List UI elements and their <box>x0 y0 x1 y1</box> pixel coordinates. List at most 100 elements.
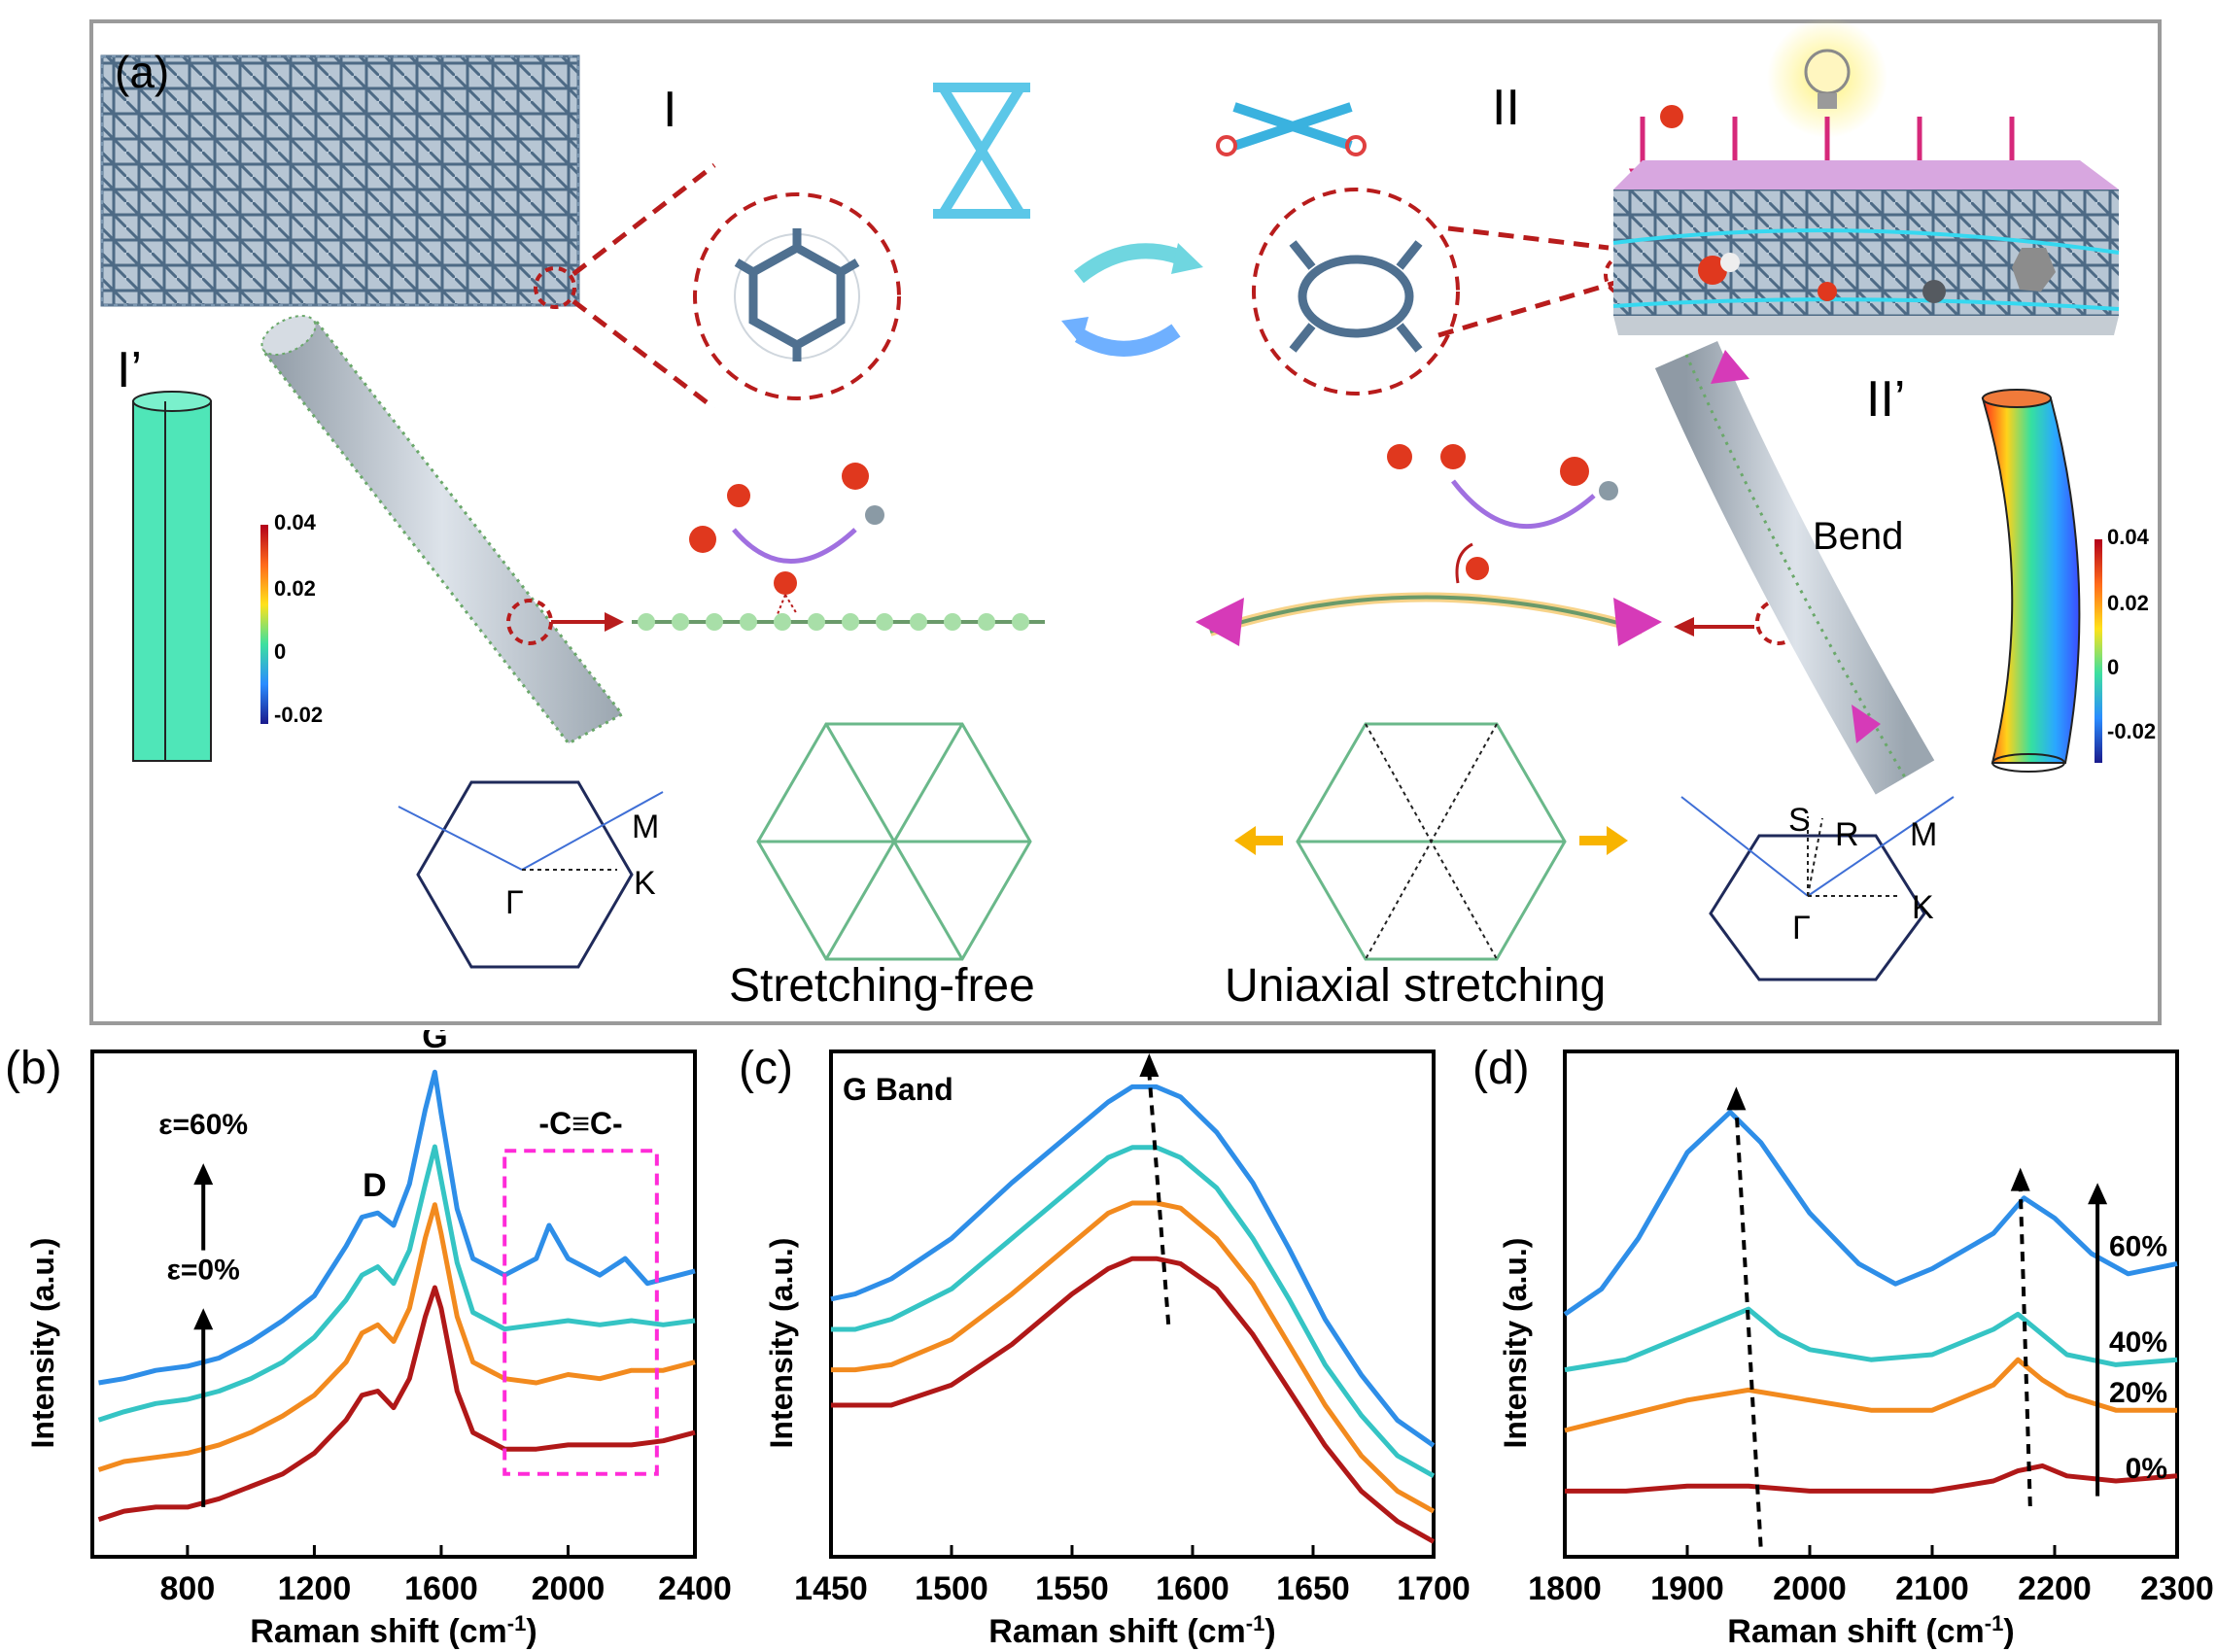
zoom-line-right-2 <box>1437 279 1619 338</box>
plot-frame <box>1563 1050 2179 1559</box>
zoom-arrowhead-right <box>1674 617 1694 637</box>
alkyne-box <box>502 1149 659 1476</box>
lattice-unstretched <box>756 722 1032 961</box>
strain-arrow-lower-head <box>193 1308 214 1330</box>
nanotube-straight <box>260 315 625 745</box>
x-tick-label: 2200 <box>2018 1570 2092 1607</box>
x-tick-label: 1200 <box>278 1570 352 1607</box>
scissor-icon-stretched <box>1216 102 1367 156</box>
zoom-circle-large-right <box>1252 188 1460 396</box>
brillouin-zone-left: Γ M K <box>398 780 664 969</box>
series-line <box>98 1069 696 1386</box>
x-tick-label: 1500 <box>915 1570 988 1607</box>
bz-left-k: K <box>634 865 656 902</box>
bz-right-r: R <box>1835 816 1859 853</box>
stretch-arrows <box>1234 826 1628 855</box>
x-tick-label: 1450 <box>794 1570 868 1607</box>
x-tick-label: 1600 <box>1156 1570 1229 1607</box>
colorbar-right: 0.04 0.02 0 -0.02 <box>2095 525 2156 763</box>
colorbar-right-tick-3: -0.02 <box>2107 719 2156 743</box>
shift-arrow-head <box>1139 1053 1160 1077</box>
scissor-icon-compressed <box>933 83 1030 219</box>
y-axis-label: Intensity (a.u.) <box>1498 1238 1533 1449</box>
strain-arrow-upper-head <box>193 1163 214 1186</box>
nanotube-bent <box>1654 341 1935 795</box>
bz-left-gamma: Γ <box>505 884 524 921</box>
zoom-circle-small-left <box>534 266 576 309</box>
panel-label: (d) <box>1472 1043 1530 1094</box>
bend-label: Bend <box>1813 515 1903 558</box>
y-axis-label: Intensity (a.u.) <box>25 1238 60 1449</box>
peak-label-g: G <box>422 1030 447 1055</box>
panel-a-frame <box>89 19 2162 1025</box>
series-label: 20% <box>2109 1377 2167 1409</box>
peak-label-d: D <box>363 1167 387 1204</box>
framework-block-left <box>100 54 580 307</box>
bz-left-m: M <box>632 809 659 845</box>
cage-structure-right <box>1289 240 1423 353</box>
x-tick-label: 1550 <box>1035 1570 1109 1607</box>
panel-a-illustration: 0.04 0.02 0 -0.02 Γ M K <box>100 17 2156 1012</box>
bz-right-gamma: Γ <box>1792 910 1811 946</box>
x-axis-label: Raman shift (cm-1) <box>988 1611 1275 1650</box>
panel-label: (b) <box>5 1043 62 1094</box>
strain-arrow-head <box>2088 1183 2108 1205</box>
colorbar-left-tick-0: 0.04 <box>274 510 317 534</box>
lattice-stretched <box>1296 722 1567 961</box>
zoom-line-right-1 <box>1447 225 1610 251</box>
shift-arrow <box>1147 1072 1171 1325</box>
bz-right-m: M <box>1910 816 1937 853</box>
colorbar-left-tick-1: 0.02 <box>274 576 316 601</box>
zoom-line-left-2 <box>571 299 716 410</box>
state-2-label: II <box>1492 80 1520 136</box>
x-tick-label: 2000 <box>532 1570 606 1607</box>
series-line <box>97 1144 696 1423</box>
shift-arrow-2 <box>2018 1187 2032 1507</box>
stretching-free-label: Stretching-free <box>729 960 1035 1012</box>
cage-structure-left <box>734 228 860 361</box>
series-line <box>1564 1357 2177 1433</box>
series-line <box>830 1084 1436 1448</box>
x-tick-label: 1650 <box>1276 1570 1350 1607</box>
x-tick-label: 2100 <box>1895 1570 1969 1607</box>
plot-frame <box>90 1050 697 1559</box>
y-axis-label: Intensity (a.u.) <box>764 1238 799 1449</box>
panel-a-label: (a) <box>115 47 169 97</box>
series-line <box>1564 1306 2178 1373</box>
zoom-line-left-1 <box>571 163 716 276</box>
cycle-arrows-icon <box>1061 243 1203 357</box>
x-tick-label: 2400 <box>658 1570 732 1607</box>
series-line <box>831 1256 1436 1544</box>
alkyne-label: -C≡C- <box>538 1106 622 1141</box>
series-label: 60% <box>2109 1230 2167 1262</box>
shift-arrow-2-head <box>2010 1167 2030 1191</box>
state-2-prime-label: II’ <box>1866 371 1905 428</box>
water-molecule <box>1660 105 1683 128</box>
series-label: 0% <box>2126 1453 2167 1485</box>
shift-arrow-1 <box>1734 1106 1763 1547</box>
colorbar-right-tick-0: 0.04 <box>2107 525 2150 549</box>
series-label: 40% <box>2109 1326 2167 1359</box>
series-line <box>97 1202 696 1472</box>
x-tick-label: 2000 <box>1773 1570 1847 1607</box>
x-axis-label: Raman shift (cm-1) <box>1727 1611 2014 1650</box>
bz-right-k: K <box>1912 889 1934 926</box>
adsorption-arrow-left <box>689 463 884 564</box>
adsorption-arrow-right <box>1387 444 1618 530</box>
x-tick-label: 1800 <box>1528 1570 1602 1607</box>
colorbar-right-tick-1: 0.02 <box>2107 591 2149 615</box>
series-line <box>97 1285 696 1522</box>
brillouin-zone-right: Γ S R M K <box>1680 796 1955 981</box>
membrane-slab <box>1612 160 2120 335</box>
colorbar-left-tick-2: 0 <box>274 639 286 664</box>
x-axis-label: Raman shift (cm-1) <box>250 1611 537 1650</box>
zoom-circle-large-left <box>693 192 901 400</box>
colorbar-right-tick-2: 0 <box>2107 655 2119 679</box>
g-band-title: G Band <box>843 1072 953 1107</box>
uniaxial-stretching-label: Uniaxial stretching <box>1225 960 1606 1012</box>
bz-right-s: S <box>1788 802 1811 839</box>
strain-label-0: ε=0% <box>167 1254 240 1286</box>
